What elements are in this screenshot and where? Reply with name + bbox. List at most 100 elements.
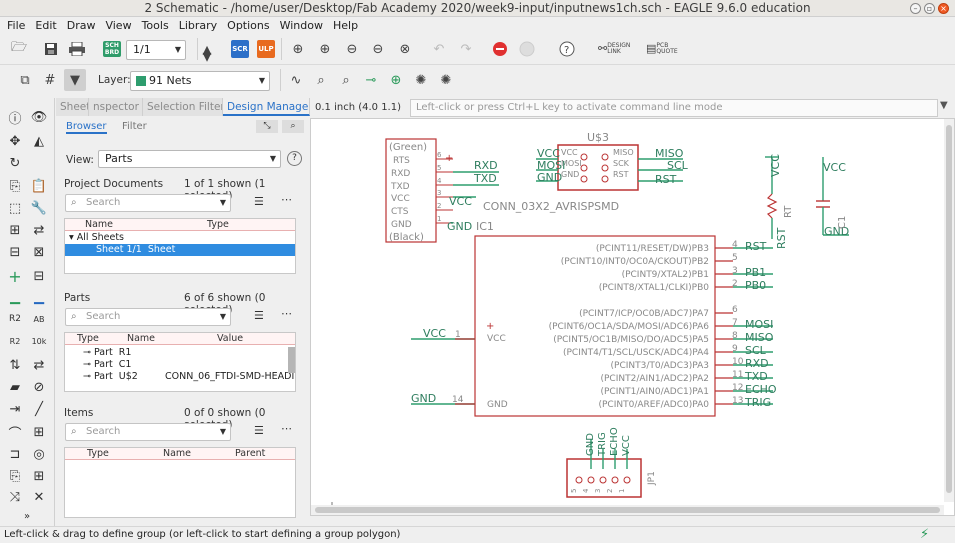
minimize-icon[interactable]: – — [910, 3, 921, 14]
tab-inspector[interactable]: nspector — [89, 98, 143, 116]
command-line-input[interactable]: Left-click or press Ctrl+L key to activa… — [410, 99, 938, 117]
arc-icon[interactable]: ⌒ — [8, 426, 22, 442]
wrench-icon[interactable]: 🔧 — [30, 200, 48, 216]
redo-icon[interactable]: ↷ — [460, 41, 472, 57]
layer-settings-icon[interactable]: ⧉ — [20, 72, 30, 88]
cut-icon[interactable]: ⎘ — [9, 468, 21, 484]
zoom-in-icon[interactable]: ⊕ — [319, 41, 331, 57]
paste-icon[interactable]: 📋 — [30, 178, 48, 194]
tab-design-manager[interactable]: Design Manager — [223, 98, 310, 116]
split-icon[interactable]: ⊟ — [9, 244, 21, 260]
horizontal-scrollbar[interactable] — [311, 505, 944, 515]
menu-draw[interactable]: Draw — [66, 19, 96, 32]
mirror-icon[interactable]: ◭ — [34, 133, 44, 149]
menu-file[interactable]: File — [7, 19, 26, 32]
items-search[interactable]: ⌕Search▼ — [65, 423, 231, 441]
menu-edit[interactable]: Edit — [35, 19, 57, 32]
more-options-icon[interactable]: ⋯ — [281, 422, 292, 435]
polygon-icon[interactable]: ⊞ — [33, 468, 45, 484]
change-icon[interactable]: ⇄ — [33, 222, 45, 238]
filter-icon[interactable]: ▼ — [64, 69, 86, 91]
parts-scrollbar[interactable] — [288, 347, 295, 373]
zoom-select-icon[interactable]: ⊗ — [399, 41, 411, 57]
list-options-icon[interactable]: ☰ — [254, 424, 264, 437]
gate-swap-icon[interactable]: ⇄ — [33, 357, 45, 373]
zoom-out-icon[interactable]: ⊖ — [346, 41, 358, 57]
menu-window[interactable]: Window — [279, 19, 323, 32]
view-help-icon[interactable]: ? — [287, 151, 302, 166]
close-icon[interactable]: × — [938, 3, 949, 14]
sheet-down-icon[interactable]: ▾ — [202, 45, 212, 67]
more-options-icon[interactable]: ⋯ — [281, 307, 292, 320]
more-tools-icon[interactable]: » — [23, 510, 31, 522]
list-options-icon[interactable]: ☰ — [254, 195, 264, 208]
menu-options[interactable]: Options — [227, 19, 270, 32]
zoom-redraw-icon[interactable]: ⊖ — [372, 41, 384, 57]
command-history-icon[interactable]: ▼ — [940, 100, 948, 111]
show-icon[interactable]: ⌕ — [342, 72, 350, 88]
sheet-up-icon[interactable]: ▴ — [202, 38, 212, 60]
smash-icon[interactable]: ⊠ — [33, 244, 45, 260]
info-icon[interactable]: ⓘ — [8, 111, 22, 127]
name-icon[interactable]: R2 — [9, 314, 21, 324]
net-icon[interactable]: ▁ — [10, 289, 20, 305]
label-icon[interactable]: ⊟ — [33, 268, 45, 284]
junction-icon[interactable]: ⊞ — [33, 424, 45, 440]
scr-icon[interactable]: SCR — [229, 38, 251, 60]
ulp-icon[interactable]: ULP — [255, 38, 277, 60]
r2-icon[interactable]: R2 — [9, 336, 21, 346]
layer-select[interactable]: 91 Nets▼ — [130, 71, 270, 91]
list-item[interactable]: Sheet 1/1 Sheet — [65, 244, 295, 256]
pin-swap-icon[interactable]: ⇅ — [9, 357, 21, 373]
jp1-header[interactable]: GND TRIG ECHO VCC 5 4 3 2 1 JP1 — [566, 427, 657, 498]
sheet-select[interactable]: 1/1▼ — [126, 40, 186, 60]
delete-icon[interactable]: ✕ — [33, 489, 45, 505]
paint-icon[interactable]: ▰ — [10, 379, 20, 395]
zoom-fit-icon[interactable]: ⊕ — [292, 41, 304, 57]
10k-icon[interactable]: 10k — [31, 336, 47, 346]
attiny-mcu[interactable]: + VCC 1 VCC GND 14 GND (PCINT11/RESET/DW… — [411, 235, 777, 417]
search-panel-icon[interactable]: ⌕ — [282, 120, 304, 133]
bus-icon[interactable]: ▁ — [34, 289, 44, 305]
tag-icon[interactable]: ⊘ — [33, 379, 45, 395]
list-options-icon[interactable]: ☰ — [254, 309, 264, 322]
move-icon[interactable]: ✥ — [9, 133, 21, 149]
schematic-canvas[interactable]: (Green) (Black) RTS RXD TXD VCC CTS GND … — [310, 118, 955, 516]
undo-icon[interactable]: ↶ — [433, 41, 445, 57]
ftdi-header[interactable]: (Green) (Black) RTS RXD TXD VCC CTS GND … — [385, 138, 619, 243]
add-part-icon[interactable]: ⊕ — [390, 72, 402, 88]
view-select[interactable]: Parts▼ — [98, 150, 281, 168]
capacitor-c1[interactable]: VCC GND C1 — [816, 157, 849, 238]
pcb-quote-button[interactable]: ▤PCB QUOTE — [646, 42, 678, 55]
menu-view[interactable]: View — [105, 19, 132, 32]
attribute-icon[interactable]: ⇥ — [9, 401, 21, 417]
info-zoom-icon[interactable]: ⌕ — [317, 72, 325, 88]
go-icon[interactable] — [516, 38, 538, 60]
eye-icon[interactable]: 👁 — [30, 109, 48, 125]
vertical-scrollbar[interactable] — [944, 119, 954, 502]
gear-icon[interactable]: ✺ — [415, 72, 427, 88]
save-icon[interactable] — [40, 38, 62, 60]
lightning-icon[interactable]: ⚡ — [920, 527, 930, 542]
help-icon[interactable]: ? — [556, 38, 578, 60]
ratsnest-icon[interactable]: ⤨ — [9, 489, 21, 505]
circle-icon[interactable]: ◎ — [33, 446, 45, 462]
project-documents-search[interactable]: ⌕Search▼ — [65, 194, 231, 212]
parts-search[interactable]: ⌕Search▼ — [65, 308, 231, 326]
table-row[interactable]: ⊸ Part R1 — [83, 347, 132, 358]
copy-icon[interactable]: ⎘ — [9, 178, 21, 194]
value-icon[interactable]: AB — [33, 314, 45, 324]
menu-help[interactable]: Help — [332, 19, 359, 32]
line-icon[interactable]: ╱ — [35, 401, 43, 417]
print-icon[interactable] — [66, 38, 88, 60]
isp-header[interactable]: U$3 VCC MOSI GND MISO SCK RST — [536, 131, 689, 191]
subtab-browser[interactable]: Browser — [66, 121, 107, 134]
open-icon[interactable]: 🗁 — [10, 40, 28, 55]
list-item[interactable]: ▾ All Sheets — [69, 232, 125, 243]
wire-icon[interactable]: ∿ — [290, 72, 302, 88]
resistor-r1[interactable]: VCC RST RT — [765, 154, 794, 249]
stop-icon[interactable] — [489, 38, 511, 60]
rotate-icon[interactable]: ↻ — [9, 155, 21, 171]
menu-tools[interactable]: Tools — [141, 19, 169, 32]
